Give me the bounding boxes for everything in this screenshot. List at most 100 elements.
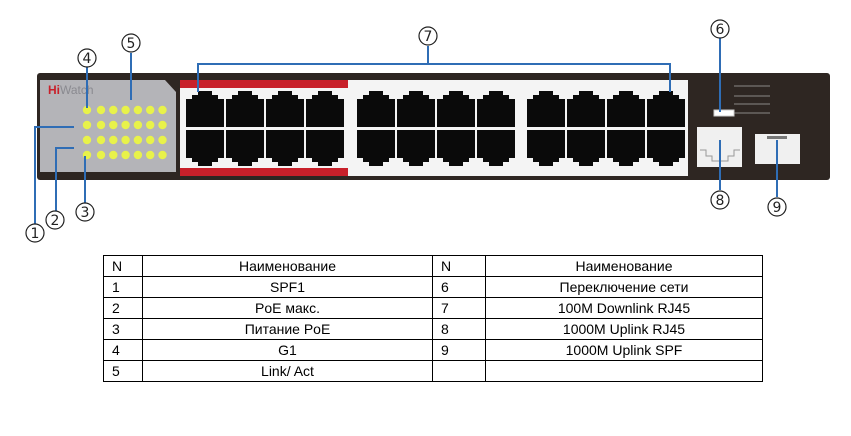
downlink-rj45-port [186,130,224,166]
callout-4: 4 [77,48,97,68]
status-led [109,135,118,145]
downlink-rj45-port [567,130,605,166]
cell-n: 2 [103,297,143,319]
downlink-rj45-port [357,91,395,127]
callout-6: 6 [710,19,730,39]
downlink-rj45-port [607,130,645,166]
status-led [121,135,130,145]
header-name: Наименование [142,255,433,277]
svg-text:5: 5 [127,36,136,52]
status-led [158,120,167,130]
downlink-rj45-port [226,130,264,166]
status-led [158,105,167,115]
poe-strip-bottom [180,168,348,176]
downlink-rj45-port [647,130,685,166]
status-led [121,150,130,160]
cell-name: G1 [142,339,433,361]
status-led [146,150,155,160]
status-led [109,150,118,160]
cell-name: 100M Downlink RJ45 [485,297,763,319]
status-led [96,105,106,115]
cell-n: 1 [103,276,143,298]
cell-name: Питание PoE [142,318,433,340]
status-led [146,105,155,115]
status-led [82,135,92,145]
status-led [121,105,130,115]
brand-logo: HiWatch [48,83,94,97]
table-header-row: N Наименование N Наименование [103,255,763,277]
status-led [109,105,118,115]
status-led [158,150,167,160]
cell-n: 5 [103,360,143,382]
status-led [158,135,167,145]
status-led [96,120,106,130]
cell-name: Переключение сети [485,276,763,298]
downlink-rj45-port [306,130,344,166]
status-led [133,135,143,145]
cell-n [432,360,486,382]
downlink-rj45-port [266,130,304,166]
downlink-rj45-port [437,130,475,166]
svg-text:6: 6 [716,22,725,38]
downlink-rj45-port [226,91,264,127]
status-led [109,120,118,130]
svg-text:1: 1 [31,226,40,242]
cell-n: 4 [103,339,143,361]
cell-n: 6 [432,276,486,298]
downlink-rj45-port [186,91,224,127]
cell-name: Link/ Act [142,360,433,382]
svg-text:7: 7 [424,29,433,45]
downlink-rj45-port [357,130,395,166]
svg-text:9: 9 [773,200,782,216]
switch-front-panel-diagram: HiWatch 12 3 4 5 6 7 8 9 [25,19,830,243]
cell-name: 1000M Uplink SPF [485,339,763,361]
downlink-rj45-port [527,130,565,166]
callout-1: 1 [25,223,45,243]
header-name: Наименование [485,255,763,277]
downlink-rj45-port [306,91,344,127]
status-led [133,105,143,115]
cell-n: 7 [432,297,486,319]
status-led [96,150,106,160]
callout-9: 9 [767,197,787,217]
downlink-rj45-port [397,91,435,127]
cell-name: 1000M Uplink RJ45 [485,318,763,340]
cell-n: 8 [432,318,486,340]
svg-text:8: 8 [716,193,725,209]
status-led [82,120,92,130]
downlink-rj45-port [607,91,645,127]
callout-3: 3 [75,202,95,222]
status-led [82,105,92,115]
cell-name: PoE макс. [142,297,433,319]
status-led [133,120,143,130]
status-led [121,120,130,130]
downlink-rj45-port [567,91,605,127]
downlink-rj45-port [397,130,435,166]
status-led [133,150,143,160]
downlink-rj45-port [477,91,515,127]
svg-text:2: 2 [51,213,60,229]
network-switch-selector [713,85,770,117]
callout-lines [34,38,778,224]
callout-7: 7 [418,26,438,46]
downlink-rj45-port [266,91,304,127]
port-area [180,80,688,176]
downlink-rj45-port [527,91,565,127]
status-led [146,120,155,130]
downlink-rj45-port [437,91,475,127]
cell-name: SPF1 [142,276,433,298]
status-led [96,135,106,145]
svg-text:4: 4 [83,51,92,67]
svg-text:3: 3 [81,205,90,221]
downlink-rj45-port [477,130,515,166]
cell-n: 3 [103,318,143,340]
header-n: N [103,255,143,277]
downlink-rj45-port [647,91,685,127]
callout-2: 2 [45,210,65,230]
